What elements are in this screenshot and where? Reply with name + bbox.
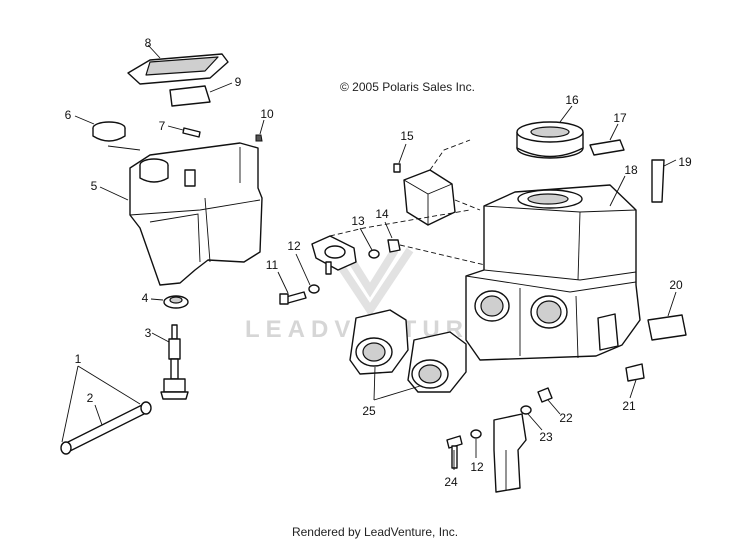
callout-17: 17: [613, 111, 627, 125]
part-valve: [311, 235, 357, 275]
part-bolt-24: [446, 435, 463, 470]
part-washer-23: [520, 405, 543, 431]
part-nut-10: [255, 119, 265, 142]
part-level-sensor: [151, 324, 189, 400]
callout-19: 19: [678, 155, 692, 169]
part-oil-tank: [99, 142, 263, 286]
part-nut-14: [384, 221, 486, 266]
part-screw-7: [167, 125, 201, 138]
part-label-21: [625, 363, 645, 399]
callout-21: 21: [622, 399, 636, 413]
part-screw-15: [393, 143, 407, 173]
callout-16: 16: [565, 93, 579, 107]
part-strap-19: [651, 159, 677, 203]
part-label-20: [647, 291, 687, 341]
part-foam-pad: [169, 82, 233, 107]
callout-22: 22: [559, 411, 573, 425]
callout-3: 3: [144, 326, 152, 340]
part-airbox: [465, 175, 641, 361]
callout-4: 4: [141, 291, 149, 305]
callout-18: 18: [624, 163, 638, 177]
callout-11: 11: [265, 258, 279, 272]
part-electronic-module: [403, 169, 481, 226]
callout-20: 20: [669, 278, 683, 292]
callout-12-lower: 12: [470, 460, 484, 474]
callout-13: 13: [351, 214, 365, 228]
callout-23: 23: [539, 430, 553, 444]
part-washer-12a: [295, 253, 320, 294]
copyright-notice: © 2005 Polaris Sales Inc.: [340, 80, 475, 94]
callout-9: 9: [234, 75, 242, 89]
part-nut-22: [537, 387, 561, 415]
callout-24: 24: [444, 475, 458, 489]
part-clamps: [61, 365, 141, 443]
part-washer-13: [359, 227, 380, 259]
part-hose: [60, 401, 152, 455]
part-bolt-11: [277, 271, 307, 305]
assembly-line-module: [429, 139, 471, 171]
part-label-17: [589, 123, 625, 156]
callout-8: 8: [144, 36, 152, 50]
part-intake-boots: [349, 309, 467, 401]
callout-5: 5: [90, 179, 98, 193]
callout-12-upper: 12: [287, 239, 301, 253]
callout-14: 14: [375, 207, 389, 221]
part-filter-ring: [516, 105, 584, 159]
part-washer-12b: [470, 429, 482, 458]
part-tank-cover: [127, 44, 229, 85]
callout-25: 25: [362, 404, 376, 418]
callout-15: 15: [400, 129, 414, 143]
callout-2: 2: [86, 391, 94, 405]
callout-1: 1: [74, 352, 82, 366]
assembly-line-valve: [329, 209, 471, 237]
part-filler-cap: [74, 115, 141, 151]
footer-credit: Rendered by LeadVenture, Inc.: [291, 525, 459, 539]
part-bracket: [493, 413, 527, 493]
part-grommet: [150, 295, 189, 309]
callout-10: 10: [260, 107, 274, 121]
callout-6: 6: [64, 108, 72, 122]
callout-7: 7: [158, 119, 166, 133]
